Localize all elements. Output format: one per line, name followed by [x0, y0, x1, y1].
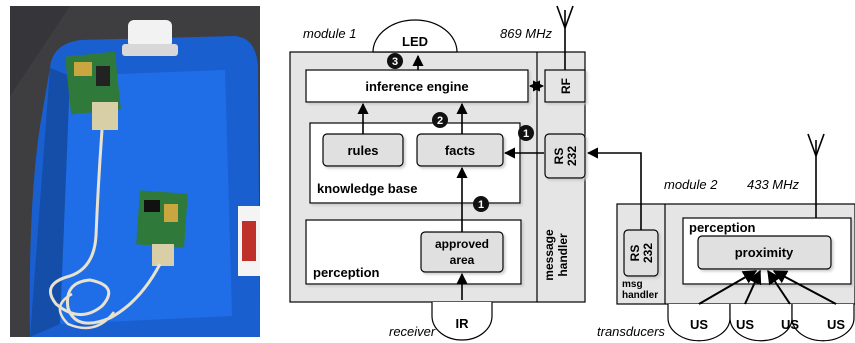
receiver-label: receiver	[389, 324, 436, 339]
system-block-diagram: module 1 869 MHz LED inference engine RF…	[289, 5, 855, 342]
us-label-2: US	[736, 317, 754, 332]
transducer-arrows	[698, 269, 837, 305]
proximity-label: proximity	[735, 245, 794, 260]
module2-title: module 2	[664, 177, 718, 192]
inference-engine-label: inference engine	[365, 79, 468, 94]
module2-frequency: 433 MHz	[747, 177, 800, 192]
photo-device-on-canister	[10, 6, 260, 337]
us-transducer-3	[791, 304, 855, 342]
step-marker-3: 3	[387, 53, 403, 69]
rf-label: RF	[559, 78, 573, 94]
us-label-4: US	[827, 317, 845, 332]
rf-box	[544, 69, 586, 103]
ir-label: IR	[456, 316, 470, 331]
module1-frequency: 869 MHz	[500, 26, 553, 41]
approved-area-line1: approved	[435, 237, 489, 251]
step-marker-1-rs232: 1	[518, 125, 534, 141]
ir-sensor	[431, 302, 493, 341]
rs232-line2-module2: 232	[641, 243, 655, 263]
svg-text:1: 1	[478, 199, 484, 211]
svg-text:3: 3	[392, 56, 398, 68]
svg-text:2: 2	[437, 115, 443, 127]
us-transducer-1	[667, 304, 731, 342]
led-label: LED	[402, 34, 428, 49]
module1-arrows	[357, 54, 545, 300]
us-label-3: US	[781, 317, 799, 332]
svg-text:1: 1	[523, 128, 529, 140]
knowledge-base-label: knowledge base	[317, 181, 417, 196]
step-marker-1-ir: 1	[473, 196, 489, 212]
msg-handler-line2: handler	[622, 290, 658, 301]
antenna-869-icon	[556, 5, 574, 72]
approved-area-line2: area	[450, 253, 475, 267]
us-label-1: US	[690, 317, 708, 332]
message-handler-line2: handler	[556, 233, 570, 277]
step-marker-2: 2	[432, 112, 448, 128]
proximity-box	[697, 235, 832, 270]
module1-title: module 1	[303, 26, 356, 41]
module-link-arrow	[586, 147, 642, 230]
rs232-line1-module1: RS	[552, 148, 566, 165]
led-indicator	[372, 19, 458, 53]
us-transducer-2	[729, 304, 793, 342]
transducers-label: transducers	[597, 324, 665, 339]
rules-label: rules	[347, 143, 378, 158]
rs232-line1-module2: RS	[628, 245, 642, 262]
message-handler-line1: message	[542, 229, 556, 281]
rs232-line2-module1: 232	[565, 146, 579, 166]
perception-label-module1: perception	[313, 265, 380, 280]
rs232-box-module1	[544, 133, 586, 179]
inference-engine-box	[305, 69, 529, 103]
msg-handler-line1: msg	[622, 279, 643, 290]
us-transducers	[667, 304, 855, 342]
facts-label: facts	[445, 143, 475, 158]
perception-label-module2: perception	[689, 220, 756, 235]
facts-box	[416, 133, 504, 167]
